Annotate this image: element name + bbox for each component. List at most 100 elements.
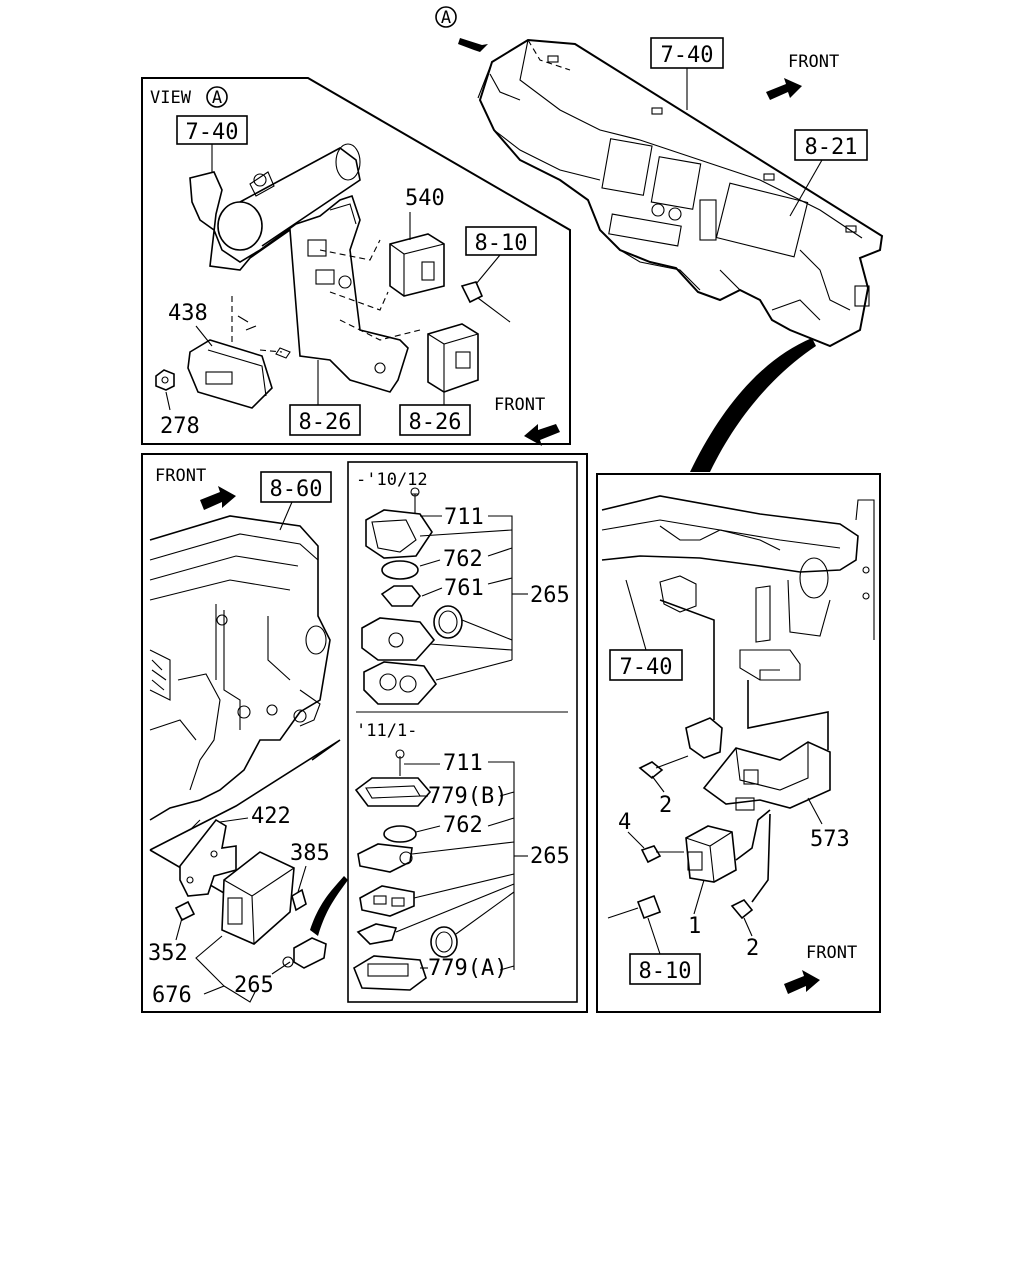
bracket-panel: 7-40 2 573 4 1 2 8-10 FRONT [596, 473, 881, 1013]
oring-old [433, 605, 463, 639]
label-2-upper: 2 [659, 793, 672, 818]
screw-711-old [412, 493, 418, 514]
fob-bottom-new-779a [353, 955, 427, 991]
dashboard-assembly: A 7-40 8-21 FRONT [435, 6, 884, 472]
label-762-new: 762 [443, 813, 483, 838]
label-761-old: 761 [444, 576, 484, 601]
label-265-new: 265 [530, 844, 570, 869]
part-2-screw-icon-lower [730, 898, 754, 920]
label-2-lower: 2 [746, 936, 759, 961]
mount-tube-end [217, 201, 263, 251]
label-573: 573 [810, 827, 850, 852]
holder-761-old [380, 585, 422, 607]
label-779a: 779(A) [428, 956, 507, 981]
part-676-controller [221, 851, 295, 945]
ref-box-8-26-left [289, 404, 361, 436]
part-540-relay [389, 233, 445, 297]
label-278: 278 [160, 414, 200, 439]
label-422: 422 [251, 804, 291, 829]
upper-bracket [685, 717, 723, 759]
label-265-old: 265 [530, 583, 570, 608]
front-arrow-icon-top [766, 78, 802, 100]
ref-box-7-40-top [650, 37, 724, 69]
front-arrow-icon-bracket [784, 970, 820, 994]
view-a-panel-frame [141, 77, 571, 445]
battery-762-new [383, 825, 417, 843]
dashboard-outline [478, 38, 884, 348]
key-connector-arrow [310, 876, 348, 936]
ref-7-40-view: 7-40 [186, 120, 239, 145]
plate-new [356, 923, 398, 945]
ref-box-8-10-right [629, 953, 701, 985]
era-after-label: '11/1- [356, 721, 417, 741]
ref-box-8-60 [260, 471, 332, 503]
remote-key-inset [347, 461, 578, 1003]
view-connector-arrow [690, 338, 816, 472]
ref-box-8-21 [794, 129, 868, 161]
pad-new [359, 885, 415, 917]
view-label: VIEW [150, 88, 192, 108]
ref-8-10-right: 8-10 [639, 959, 692, 984]
mount-bracket [189, 171, 409, 393]
view-a-panel: VIEW A 7-40 [141, 77, 571, 446]
ref-8-26-right: 8-26 [409, 410, 462, 435]
ref-7-40-right: 7-40 [620, 655, 673, 680]
ref-box-8-26-right [399, 404, 471, 436]
ref-8-60: 8-60 [270, 477, 323, 502]
heater-panel-frame [141, 453, 588, 1013]
ref-box-8-10-view [465, 226, 537, 256]
ref-8-26-left: 8-26 [299, 410, 352, 435]
view-a-marker-letter: A [441, 8, 451, 28]
dashboard-cluster [715, 182, 809, 258]
part-278-nut-icon [155, 369, 175, 391]
part-8-10-connector [460, 281, 484, 304]
view-a-arrow-icon [458, 38, 488, 52]
ref-8-10-view: 8-10 [475, 231, 528, 256]
cross-member [601, 495, 859, 573]
label-676: 676 [152, 983, 192, 1008]
ref-box-7-40-view [176, 115, 248, 145]
label-779b: 779(B) [428, 784, 507, 809]
ref-box-7-40-right [609, 649, 683, 681]
label-385: 385 [290, 841, 330, 866]
ref-7-40-top: 7-40 [661, 43, 714, 68]
dashboard-vent-center [650, 156, 702, 210]
label-711-old: 711 [444, 505, 484, 530]
label-540: 540 [405, 186, 445, 211]
fob-pad-old [361, 617, 436, 661]
front-label-bracket: FRONT [806, 943, 857, 963]
era-before-label: -'10/12 [356, 470, 428, 490]
front-arrow-icon-view [524, 424, 560, 446]
front-label-view: FRONT [494, 395, 545, 415]
fob-top-shell-old [365, 509, 433, 559]
heater-panel: FRONT 8-60 [141, 453, 588, 1013]
front-label-heater: FRONT [155, 466, 206, 486]
part-8-10-connector-right [636, 894, 662, 920]
label-1: 1 [688, 914, 701, 939]
fob-top-shell-new-779b [354, 777, 432, 807]
label-265-key: 265 [234, 973, 274, 998]
bracket-panel-frame [596, 473, 881, 1013]
label-352: 352 [148, 941, 188, 966]
part-438-module [187, 339, 273, 409]
label-438: 438 [168, 301, 208, 326]
view-a-marker-circle [435, 6, 457, 28]
label-762-old: 762 [443, 547, 483, 572]
part-573-bracket [702, 741, 831, 809]
oring-new [430, 926, 458, 958]
part-4-screw-icon [640, 845, 662, 864]
front-label-top: FRONT [788, 52, 839, 72]
battery-762-old [381, 560, 419, 580]
part-265-remote-key [293, 937, 327, 969]
front-arrow-icon-heater [200, 486, 236, 510]
label-4: 4 [618, 810, 631, 835]
part-385-screw-icon [291, 888, 307, 912]
part-2-screw-icon-upper [638, 761, 664, 780]
heater-unit [149, 515, 331, 821]
holder-new [357, 843, 413, 873]
view-label-marker: A [212, 88, 222, 108]
part-352-screw-icon [174, 900, 196, 922]
label-711-new: 711 [443, 751, 483, 776]
ref-8-21: 8-21 [805, 135, 858, 160]
